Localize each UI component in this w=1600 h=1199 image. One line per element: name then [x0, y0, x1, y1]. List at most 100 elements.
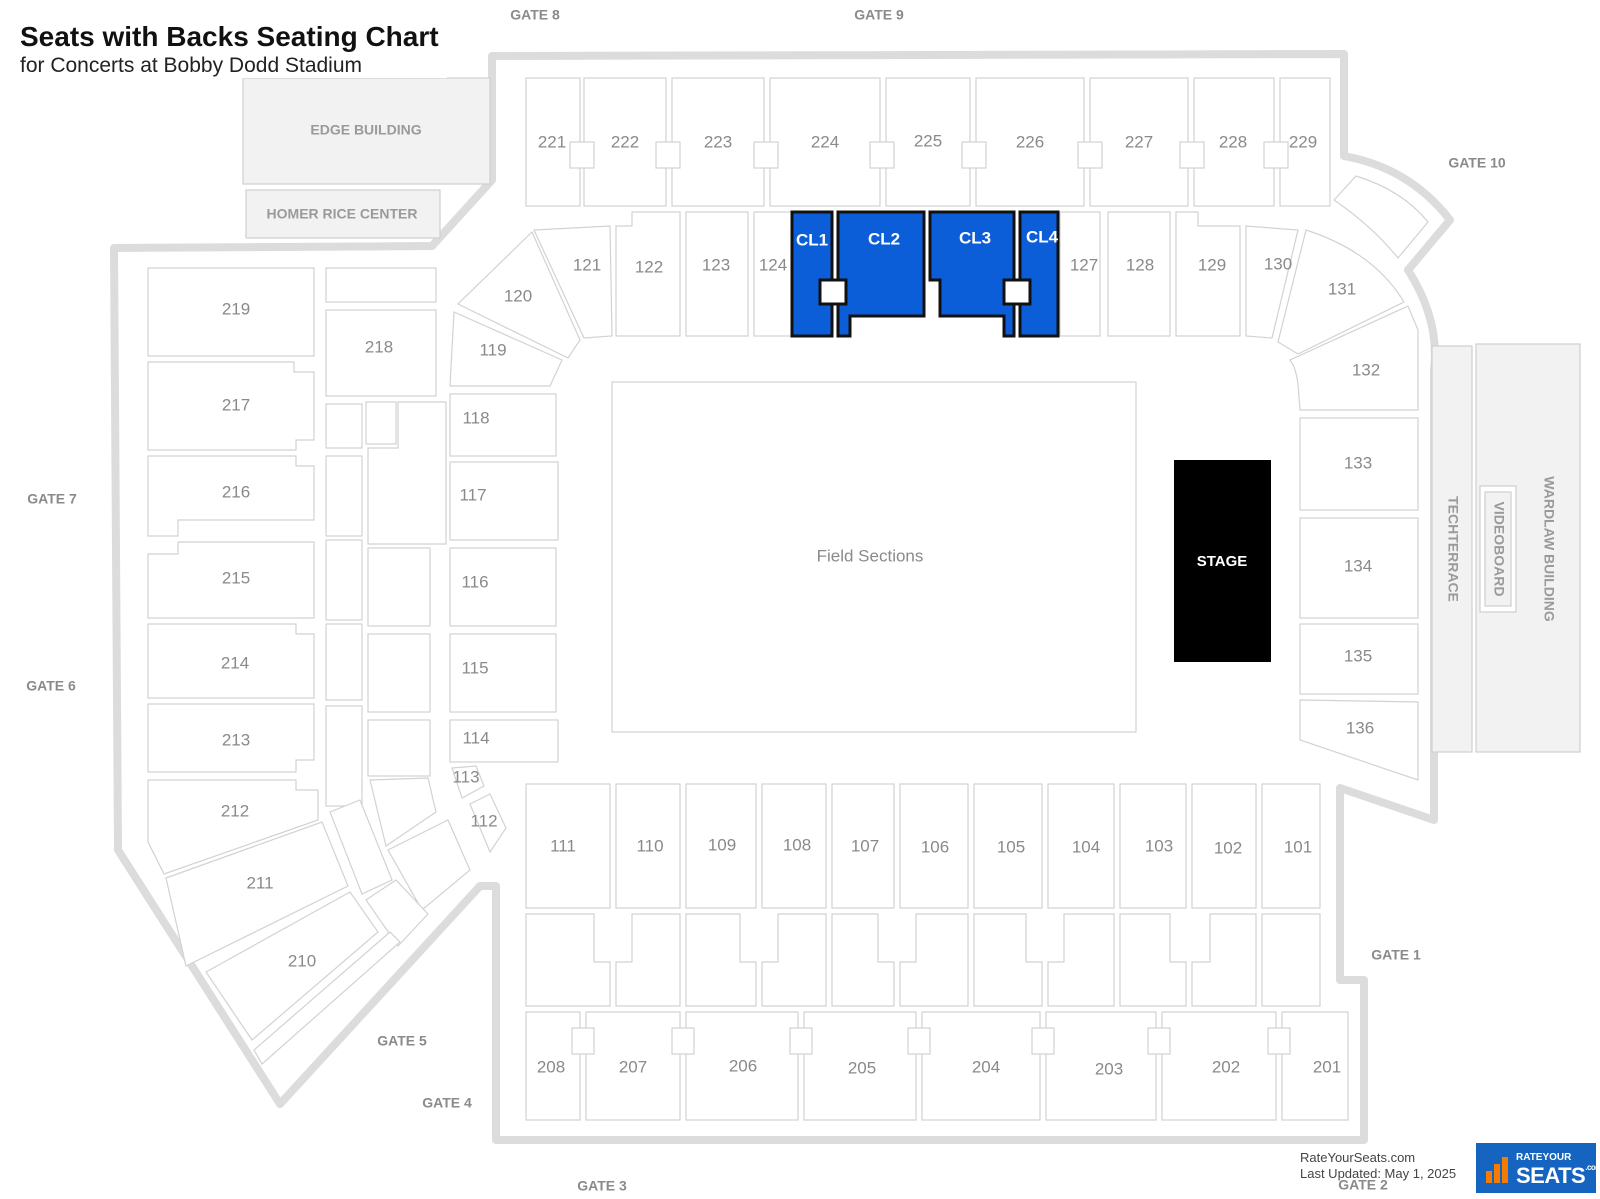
section-225[interactable]: 225 [885, 77, 971, 207]
section-227[interactable]: 227 [1089, 77, 1189, 207]
svg-text:116: 116 [461, 572, 488, 591]
section-105[interactable]: 105 [973, 783, 1043, 909]
edge-building-label: EDGE BUILDING [310, 122, 421, 138]
section-205[interactable]: 205 [803, 1011, 917, 1121]
svg-text:117: 117 [459, 485, 486, 504]
gate-1-label: GATE 1 [1371, 947, 1421, 963]
page-subtitle: for Concerts at Bobby Dodd Stadium [20, 54, 363, 77]
section-115[interactable]: 115 [449, 633, 557, 713]
svg-text:132: 132 [1352, 360, 1380, 379]
section-111[interactable]: 111 [525, 783, 611, 909]
section-102[interactable]: 102 [1191, 783, 1257, 909]
section-210[interactable]: 210 [205, 891, 379, 1041]
section-103[interactable]: 103 [1119, 783, 1187, 909]
wardlaw-building-label: WARDLAW BUILDING [1541, 476, 1557, 622]
gate-10-label: GATE 10 [1448, 155, 1506, 171]
section-104[interactable]: 104 [1047, 783, 1115, 909]
section-117[interactable]: 117 [449, 461, 559, 541]
section-upper-gate10[interactable] [1333, 175, 1429, 259]
section-127[interactable]: 127 [1059, 211, 1101, 337]
logo-main-word: SEATS [1516, 1163, 1586, 1188]
svg-text:134: 134 [1344, 556, 1372, 575]
svg-text:122: 122 [635, 257, 663, 276]
svg-text:114: 114 [462, 728, 489, 747]
section-101[interactable]: 101 [1261, 783, 1321, 909]
section-118[interactable]: 118 [449, 393, 557, 457]
section-207[interactable]: 207 [585, 1011, 681, 1121]
section-226[interactable]: 226 [975, 77, 1085, 207]
section-132[interactable]: 132 [1289, 305, 1419, 411]
edge-building: EDGE BUILDING [242, 77, 491, 185]
section-128[interactable]: 128 [1107, 211, 1171, 337]
section-114[interactable]: 114 [449, 719, 559, 763]
section-223[interactable]: 223 [671, 77, 765, 207]
section-112[interactable]: 112 [469, 793, 507, 854]
section-208[interactable]: 208 [525, 1011, 581, 1121]
section-218[interactable]: 218 [325, 309, 437, 397]
section-224[interactable]: 224 [769, 77, 881, 207]
section-135[interactable]: 135 [1299, 623, 1419, 695]
section-216[interactable]: 216 [147, 455, 315, 537]
section-204[interactable]: 204 [921, 1011, 1041, 1121]
stage-label: STAGE [1197, 553, 1248, 570]
svg-text:120: 120 [504, 286, 532, 305]
section-130[interactable]: 130 [1245, 225, 1299, 339]
section-cl4[interactable]: CL4 [1002, 210, 1060, 338]
section-106[interactable]: 106 [899, 783, 969, 909]
section-229[interactable]: 229 [1279, 77, 1331, 207]
section-108[interactable]: 108 [761, 783, 827, 909]
svg-text:130: 130 [1264, 254, 1292, 273]
upper-north-connectors [569, 141, 1289, 169]
section-213[interactable]: 213 [147, 703, 315, 773]
svg-text:108: 108 [783, 835, 811, 854]
section-121[interactable]: 121 [533, 225, 613, 339]
svg-text:105: 105 [997, 837, 1025, 856]
svg-text:223: 223 [704, 132, 732, 151]
section-228[interactable]: 228 [1193, 77, 1275, 207]
section-215[interactable]: 215 [147, 541, 315, 619]
section-cl3[interactable]: CL3 [928, 210, 1016, 338]
section-134[interactable]: 134 [1299, 517, 1419, 619]
section-119[interactable]: 119 [449, 311, 563, 387]
section-201[interactable]: 201 [1281, 1011, 1349, 1121]
section-123[interactable]: 123 [685, 211, 749, 337]
section-214[interactable]: 214 [147, 623, 315, 699]
section-133[interactable]: 133 [1299, 417, 1419, 511]
svg-text:211: 211 [246, 873, 273, 892]
svg-text:131: 131 [1328, 279, 1356, 298]
section-136[interactable]: 136 [1299, 699, 1419, 781]
section-129[interactable]: 129 [1175, 211, 1241, 337]
section-219[interactable]: 219 [147, 267, 315, 357]
section-113[interactable]: 113 [451, 765, 485, 799]
section-202[interactable]: 202 [1161, 1011, 1277, 1121]
logo-main-text: SEATS.com [1516, 1163, 1600, 1189]
section-110[interactable]: 110 [615, 783, 681, 909]
section-222[interactable]: 222 [583, 77, 667, 207]
section-211[interactable]: 211 [165, 821, 349, 967]
section-131[interactable]: 131 [1277, 229, 1405, 355]
section-120[interactable]: 120 [456, 230, 581, 359]
section-217[interactable]: 217 [147, 361, 315, 451]
techterrace-label: TECHTERRACE [1445, 496, 1461, 602]
section-203[interactable]: 203 [1045, 1011, 1157, 1121]
gate-8-label: GATE 8 [510, 7, 560, 23]
field-sections[interactable]: Field Sections [611, 381, 1137, 733]
section-212[interactable]: 212 [147, 779, 319, 875]
gate-9-label: GATE 9 [854, 7, 904, 23]
section-107[interactable]: 107 [831, 783, 895, 909]
section-cl2[interactable]: CL2 [836, 210, 926, 338]
section-cl1[interactable]: CL1 [790, 210, 848, 338]
svg-text:213: 213 [222, 730, 250, 749]
section-206[interactable]: 206 [685, 1011, 799, 1121]
logo-suffix: .com [1585, 1163, 1600, 1172]
svg-text:224: 224 [811, 132, 839, 151]
field-sections-label: Field Sections [817, 546, 924, 565]
rateyourseats-logo[interactable]: RATEYOUR SEATS.com [1476, 1143, 1600, 1193]
svg-text:207: 207 [619, 1057, 647, 1076]
section-109[interactable]: 109 [685, 783, 757, 909]
section-124[interactable]: 124 [753, 211, 795, 337]
gate-3-label: GATE 3 [577, 1178, 627, 1194]
section-122[interactable]: 122 [615, 211, 681, 337]
section-116[interactable]: 116 [449, 547, 557, 627]
svg-text:208: 208 [537, 1057, 565, 1076]
